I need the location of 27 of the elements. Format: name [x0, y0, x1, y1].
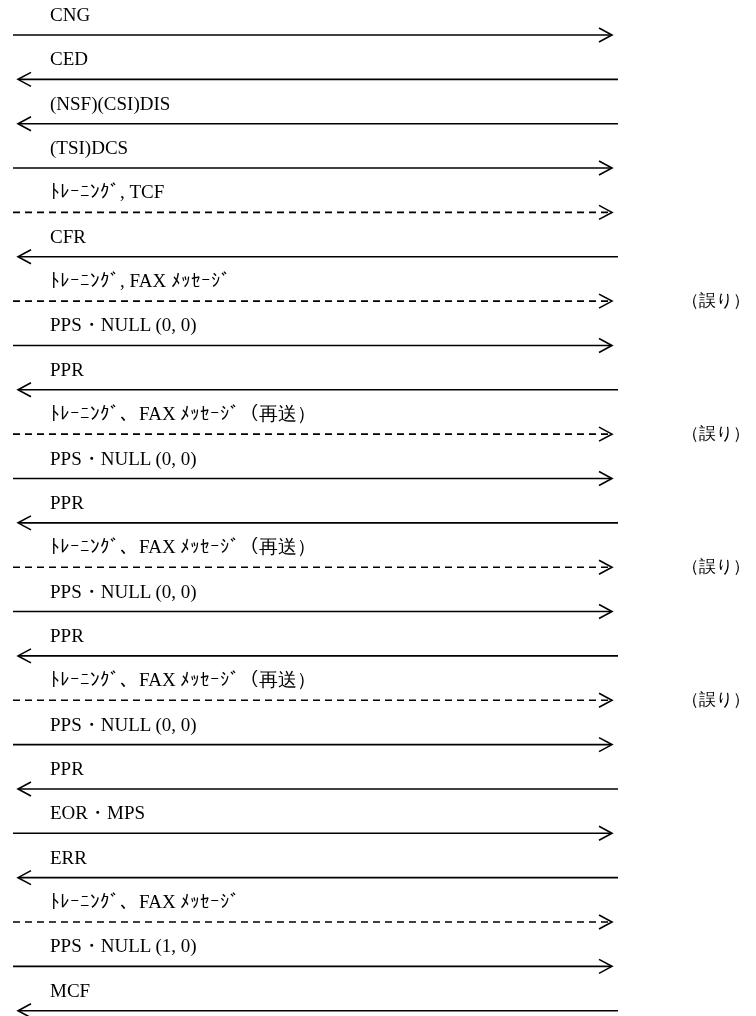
- message-label: ﾄﾚｰﾆﾝｸﾞ、FAX ﾒｯｾｰｼﾞ（再送）: [50, 536, 317, 559]
- message-label: PPR: [50, 624, 84, 647]
- message-label: CED: [50, 48, 88, 71]
- error-note: （誤り）: [682, 556, 750, 579]
- message-label: PPS・NULL (0, 0): [50, 447, 197, 470]
- error-note: （誤り）: [682, 689, 750, 712]
- message-label: PPS・NULL (0, 0): [50, 314, 197, 337]
- message-label: PPS・NULL (0, 0): [50, 713, 197, 736]
- message-label: ERR: [50, 846, 87, 869]
- message-label: PPS・NULL (1, 0): [50, 935, 197, 958]
- message-label: EOR・MPS: [50, 802, 146, 825]
- error-note: （誤り）: [682, 423, 750, 446]
- message-label: MCF: [50, 979, 91, 1002]
- message-label: PPS・NULL (0, 0): [50, 580, 197, 603]
- message-label: ﾄﾚｰﾆﾝｸﾞ、FAX ﾒｯｾｰｼﾞ（再送）: [50, 403, 317, 426]
- message-label: PPR: [50, 491, 84, 514]
- message-label: ﾄﾚｰﾆﾝｸﾞ、FAX ﾒｯｾｰｼﾞ（再送）: [50, 669, 317, 692]
- message-label: ﾄﾚｰﾆﾝｸﾞ, FAX ﾒｯｾｰｼﾞ: [50, 270, 231, 293]
- message-label: CFR: [50, 225, 86, 248]
- message-label: ﾄﾚｰﾆﾝｸﾞ、FAX ﾒｯｾｰｼﾞ: [50, 891, 241, 913]
- message-label: (NSF)(CSI)DIS: [50, 92, 171, 115]
- error-note: （誤り）: [682, 290, 750, 313]
- message-label: PPR: [50, 358, 84, 381]
- message-label: (TSI)DCS: [50, 137, 129, 160]
- message-label: PPR: [50, 757, 84, 780]
- message-label: ﾄﾚｰﾆﾝｸﾞ, TCF: [50, 181, 165, 204]
- message-label: CNG: [50, 4, 91, 26]
